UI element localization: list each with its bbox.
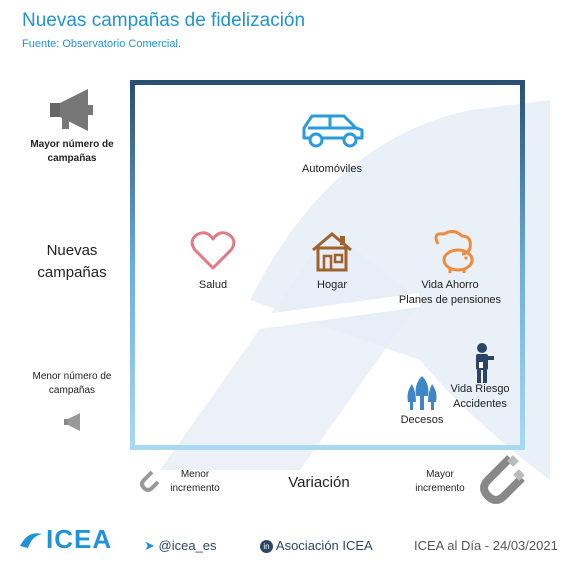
- footer-date: ICEA al Día - 24/03/2021: [414, 538, 558, 553]
- x-left-label: Menor incremento: [170, 469, 220, 494]
- linkedin-icon: in: [260, 540, 273, 553]
- megaphone-large-icon: [50, 89, 93, 131]
- item-vida-riesgo-line2: Accidentes: [453, 398, 507, 410]
- y-top-label: Mayor número de campañas: [30, 139, 114, 164]
- item-vida-riesgo: Vida Riesgo Accidentes: [440, 382, 520, 412]
- house-icon: [312, 232, 352, 272]
- linkedin-name: Asociación ICEA: [275, 538, 373, 553]
- y-bottom-label: Menor número de campañas: [32, 371, 112, 396]
- item-vida-ahorro: Vida Ahorro Planes de pensiones: [385, 278, 515, 308]
- item-vida-ahorro-line1: Vida Ahorro: [421, 279, 479, 291]
- car-icon: [302, 114, 364, 148]
- icea-logo: ICEA: [46, 524, 113, 554]
- magnet-small-icon: [140, 470, 160, 492]
- item-vida-ahorro-line2: Planes de pensiones: [398, 294, 502, 306]
- quadrant-frame: [130, 80, 525, 450]
- x-right-label: Mayor incremento: [415, 469, 465, 494]
- page-title: Nuevas campañas de fidelización: [22, 10, 306, 31]
- twitter-icon: ➤: [144, 538, 155, 553]
- piggy-bank-icon: [434, 230, 474, 273]
- item-decesos: Decesos: [400, 414, 444, 426]
- item-hogar: Hogar: [317, 279, 347, 291]
- megaphone-small-icon: [64, 413, 80, 431]
- twitter-handle: @icea_es: [158, 538, 217, 553]
- twitter-link[interactable]: ➤ @icea_es: [144, 538, 217, 554]
- tree-icon: [407, 376, 437, 410]
- page-source: Fuente: Observatorio Comercial.: [22, 38, 181, 50]
- x-axis-label: Variación: [288, 474, 350, 491]
- person-icon: [476, 343, 494, 383]
- y-axis-label: Nuevas campañas: [37, 242, 107, 281]
- icea-logo-icon: [20, 533, 42, 548]
- item-automoviles: Automóviles: [302, 163, 362, 175]
- magnet-large-icon: [480, 455, 525, 504]
- item-vida-riesgo-line1: Vida Riesgo: [450, 383, 510, 395]
- item-salud: Salud: [198, 279, 228, 291]
- linkedin-link[interactable]: in Asociación ICEA: [260, 538, 373, 553]
- heart-icon: [190, 231, 236, 270]
